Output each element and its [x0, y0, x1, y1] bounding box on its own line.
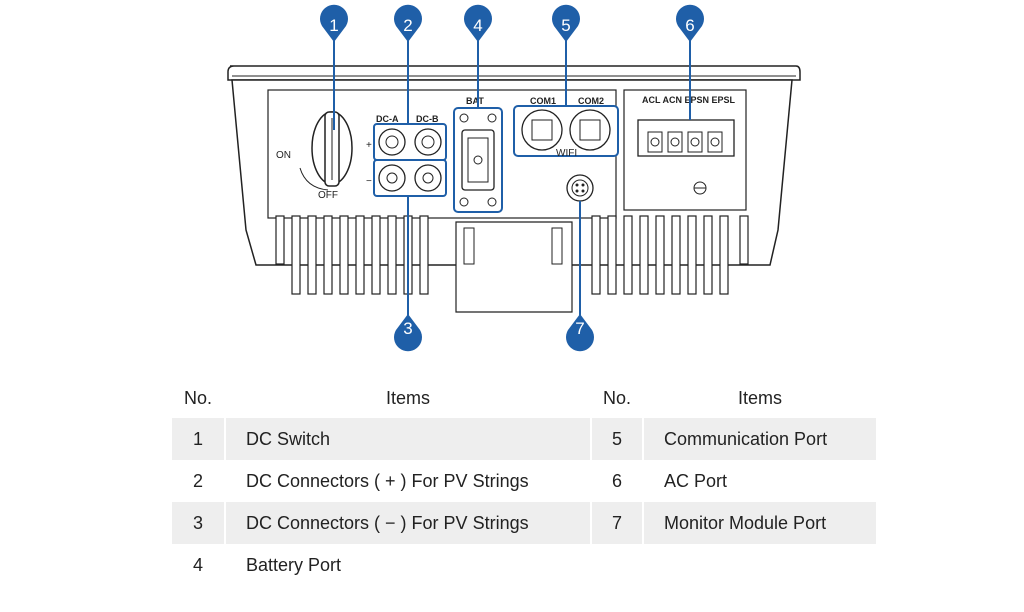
- row-no: 2: [192, 470, 203, 491]
- battery-port: BAT: [453, 96, 503, 213]
- legend-header-row: No. Items No. Items: [172, 378, 876, 418]
- callout-badge-5: 5: [552, 4, 580, 42]
- dc-connectors: DC-A DC-B + −: [366, 114, 447, 197]
- row-no: 1: [172, 418, 224, 460]
- table-row: 3 DC Connectors ( − ) For PV Strings 7 M…: [172, 502, 876, 544]
- dc-switch: ON OFF: [276, 111, 353, 201]
- callout-badge-6: 6: [676, 4, 705, 42]
- com1-label: COM1: [530, 96, 556, 106]
- callout-badge-4: 4: [464, 4, 493, 43]
- com2-label: COM2: [578, 96, 604, 106]
- legend-table: No. Items No. Items 1 DC Switch 5 Commun…: [170, 378, 878, 586]
- row-item: DC Connectors ( + ) For PV Strings: [246, 470, 529, 491]
- dc-plus-label: +: [366, 140, 372, 151]
- table-row: 4 Battery Port: [172, 544, 876, 586]
- callout-badge-3: 3: [394, 314, 423, 352]
- callout-badge-2: 2: [394, 4, 423, 42]
- wifi-label: WIFI: [556, 148, 577, 159]
- dc-minus-label: −: [366, 176, 372, 187]
- svg-text:5: 5: [561, 16, 570, 35]
- communication-ports: COM1 COM2 WIFI: [513, 96, 619, 159]
- heat-sink-fins-right: [591, 215, 749, 295]
- table-row: 2 DC Connectors ( + ) For PV Strings 6 A…: [172, 460, 876, 502]
- row-no-2: 5: [592, 418, 642, 460]
- svg-text:7: 7: [575, 319, 584, 338]
- svg-text:3: 3: [403, 319, 412, 338]
- svg-text:2: 2: [403, 16, 412, 35]
- ac-terminal-labels: ACL ACN EPSN EPSL: [642, 95, 736, 105]
- dc-a-label: DC-A: [376, 114, 399, 124]
- mounting-bracket: [455, 221, 573, 313]
- callout-badge-7: 7: [566, 314, 595, 352]
- svg-text:6: 6: [685, 16, 694, 35]
- callout-leader-lines: [333, 38, 691, 318]
- row-item-2: Communication Port: [644, 418, 876, 460]
- bat-label: BAT: [466, 96, 484, 106]
- dc-b-label: DC-B: [416, 114, 439, 124]
- row-no-2: 7: [592, 502, 642, 544]
- header-items: Items: [385, 387, 430, 408]
- svg-text:1: 1: [329, 16, 338, 35]
- row-no-2: [592, 544, 642, 586]
- header-items-2: Items: [737, 387, 782, 408]
- row-item-2: [644, 544, 876, 586]
- row-item-2: AC Port: [664, 470, 728, 491]
- table-row: 1 DC Switch 5 Communication Port: [172, 418, 876, 460]
- row-item: Battery Port: [246, 554, 342, 575]
- header-no-2: No.: [602, 387, 631, 408]
- header-no: No.: [183, 387, 212, 408]
- svg-text:4: 4: [473, 16, 482, 35]
- inverter-top-cover: [227, 65, 801, 81]
- inverter-bottom-view-diagram: ON OFF DC-A DC-B + − BAT COM1 COM2: [227, 4, 801, 352]
- row-no-2: 6: [611, 470, 622, 491]
- row-no: 3: [172, 502, 224, 544]
- switch-on-label: ON: [276, 150, 291, 161]
- row-item-2: Monitor Module Port: [644, 502, 876, 544]
- row-no: 4: [192, 554, 203, 575]
- ac-port: ACL ACN EPSN EPSL: [637, 95, 736, 195]
- monitor-module-port: [566, 174, 594, 202]
- switch-off-label: OFF: [318, 190, 338, 201]
- callout-badge-1: 1: [319, 4, 348, 43]
- row-item: DC Switch: [226, 418, 590, 460]
- row-item: DC Connectors ( − ) For PV Strings: [226, 502, 590, 544]
